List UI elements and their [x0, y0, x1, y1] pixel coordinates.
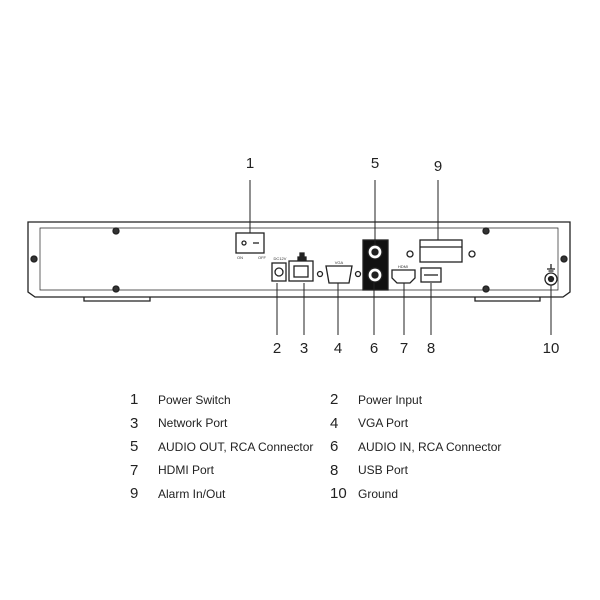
callout-8: 8 [427, 340, 435, 357]
network-port [288, 260, 314, 282]
callout-5: 5 [371, 155, 379, 172]
on-label: ON [237, 255, 243, 260]
alarm-terminal [419, 239, 463, 263]
power-switch [235, 232, 265, 254]
screw-icons [30, 227, 568, 293]
foot-right [474, 297, 541, 302]
chassis-inner [39, 227, 559, 291]
ground-icon [547, 264, 555, 272]
hdmi-port [391, 269, 416, 284]
network-icon [297, 252, 307, 261]
power-label: DC12V [274, 256, 287, 261]
callout-2: 2 [273, 340, 281, 357]
vga-label: VGA [335, 260, 344, 265]
power-input-jack [271, 262, 287, 282]
chassis-outline [27, 221, 571, 298]
callout-6: 6 [370, 340, 378, 357]
hdmi-label: HDMI [398, 264, 408, 269]
vga-port [325, 265, 353, 284]
callout-9: 9 [434, 158, 442, 175]
callout-7: 7 [400, 340, 408, 357]
callout-4: 4 [334, 340, 342, 357]
leader-lines [249, 180, 552, 335]
foot-left [83, 297, 151, 302]
callout-1: 1 [246, 155, 254, 172]
callout-10: 10 [543, 340, 560, 357]
usb-port [420, 267, 442, 283]
off-label: OFF [258, 255, 267, 260]
callout-3: 3 [300, 340, 308, 357]
